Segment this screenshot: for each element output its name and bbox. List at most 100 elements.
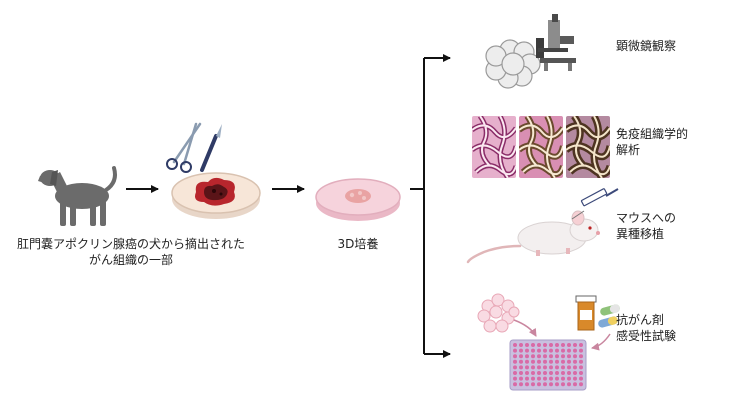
mouse-label-line1: マウスへの: [616, 211, 677, 225]
plate-well: [525, 359, 529, 364]
plate-well: [555, 348, 559, 353]
arrow-drug-to-plate: [591, 333, 611, 351]
organoid-cluster-icon: [485, 39, 541, 89]
plate-well: [567, 359, 571, 364]
plate-well: [561, 371, 565, 375]
plate-well: [537, 359, 541, 364]
plate-well: [567, 365, 571, 370]
plate-well: [525, 376, 529, 381]
plate-well: [549, 354, 553, 359]
plate-well: [537, 365, 541, 370]
ihc-label-line1: 免疫組織学的: [616, 127, 689, 141]
plate-well: [525, 371, 529, 375]
plate-well: [573, 382, 577, 387]
plate-well: [525, 354, 529, 359]
plate-well: [519, 359, 523, 364]
plate-well: [531, 376, 535, 381]
arrow-organoid-to-plate: [513, 319, 537, 337]
plate-well: [531, 354, 535, 359]
plate-well: [573, 365, 577, 370]
drug-label-line1: 抗がん剤: [616, 313, 665, 327]
scalpel-icon: [200, 124, 222, 172]
plate-well: [525, 382, 529, 387]
plate-well: [579, 371, 583, 375]
plate-well: [513, 343, 517, 347]
plate-well: [531, 371, 535, 375]
histology-he-image: [472, 116, 516, 178]
plate-well: [549, 376, 553, 381]
source-label: 肛門嚢アポクリン腺癌の犬から摘出された がん組織の一部: [0, 236, 262, 268]
microscope-icon: [536, 14, 576, 71]
plate-well: [579, 354, 583, 359]
plate-well: [567, 354, 571, 359]
plate-well: [537, 376, 541, 381]
plate-well: [531, 382, 535, 387]
plate-well: [573, 348, 577, 353]
plate-well: [573, 359, 577, 364]
drug-label: 抗がん剤 感受性試験: [616, 312, 726, 344]
culture-dish-icon: [315, 178, 401, 221]
plate-well: [537, 371, 541, 375]
tissue-dish-icon: [171, 172, 261, 219]
plate-well: [531, 343, 535, 347]
source-label-line2: がん組織の一部: [88, 253, 173, 267]
plate-well: [561, 382, 565, 387]
plate-well: [561, 359, 565, 364]
plate-well: [519, 354, 523, 359]
mouse-label: マウスへの 異種移植: [616, 210, 726, 242]
plate-well: [549, 365, 553, 370]
plate-well: [525, 365, 529, 370]
plate-well: [579, 376, 583, 381]
plate-well: [579, 359, 583, 364]
plate-well: [549, 348, 553, 353]
source-label-line1: 肛門嚢アポクリン腺癌の犬から摘出された: [16, 237, 245, 251]
plate-well: [537, 354, 541, 359]
plate-well: [543, 382, 547, 387]
plate-well: [543, 376, 547, 381]
plate-well: [561, 343, 565, 347]
organoid-ball-icon: [477, 293, 520, 333]
plate-well: [525, 348, 529, 353]
plate-well: [567, 371, 571, 375]
plate-well: [561, 354, 565, 359]
plate-well: [567, 376, 571, 381]
plate-well: [543, 354, 547, 359]
plate-well: [555, 382, 559, 387]
plate-well: [573, 343, 577, 347]
plate-well: [537, 382, 541, 387]
ihc-label-line2: 解析: [616, 143, 641, 157]
culture-label: 3D培養: [337, 237, 379, 251]
histology-ihc-image-1: [519, 116, 563, 178]
plate-well: [579, 382, 583, 387]
drug-label-line2: 感受性試験: [616, 329, 677, 343]
plate-well: [519, 365, 523, 370]
plate-well: [513, 382, 517, 387]
plate-well: [579, 348, 583, 353]
plate-well: [513, 354, 517, 359]
plate-well: [549, 371, 553, 375]
plate-well: [531, 348, 535, 353]
syringe-icon: [571, 188, 619, 220]
plate-well: [537, 348, 541, 353]
plate-well: [567, 348, 571, 353]
mouse-icon: [466, 210, 600, 264]
plate-well: [555, 365, 559, 370]
plate-well: [579, 343, 583, 347]
plate-well: [513, 376, 517, 381]
plate-well: [519, 343, 523, 347]
plate-well: [513, 348, 517, 353]
plate-well: [555, 343, 559, 347]
plate-well: [567, 382, 571, 387]
plate-well: [549, 343, 553, 347]
capsule-icon: [598, 304, 620, 328]
plate-well: [561, 376, 565, 381]
plate-well: [531, 365, 535, 370]
plate-well: [537, 343, 541, 347]
plate-well: [567, 343, 571, 347]
plate-well: [543, 359, 547, 364]
microscopy-label: 顕微鏡観察: [616, 39, 677, 53]
plate-well: [549, 382, 553, 387]
plate-well: [573, 371, 577, 375]
